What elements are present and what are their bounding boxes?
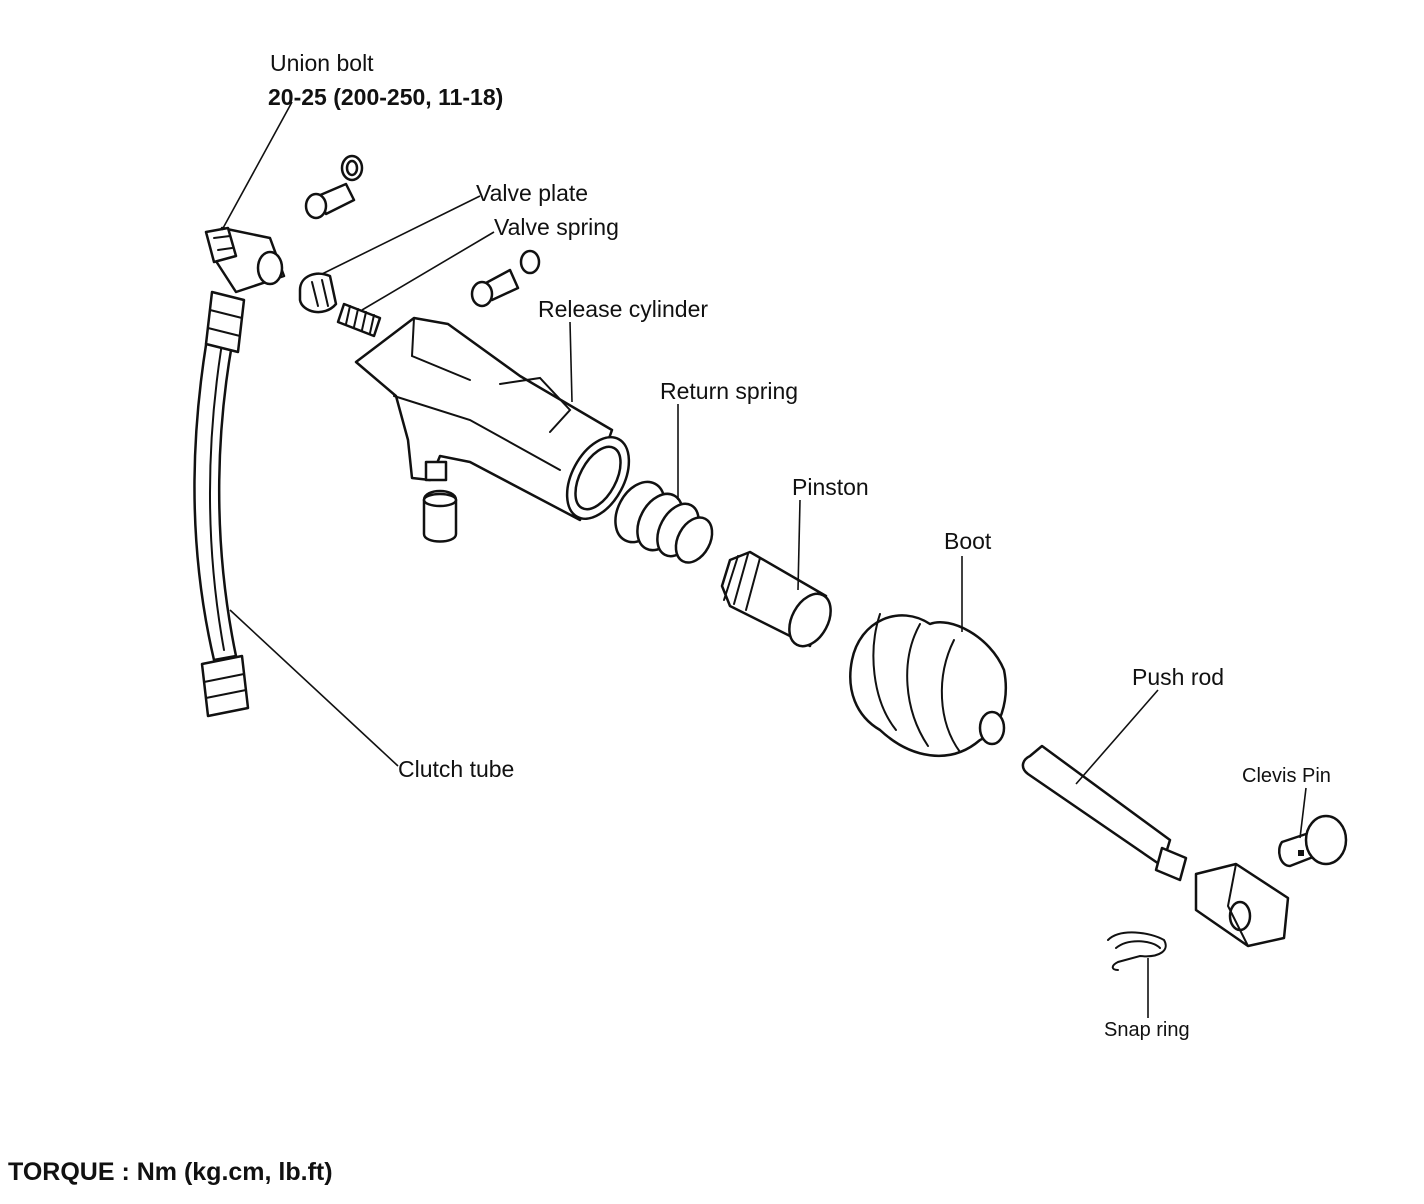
clutch-tube bbox=[193, 290, 250, 718]
union-bolt-banjo bbox=[204, 226, 286, 294]
label-clutch-tube: Clutch tube bbox=[398, 756, 515, 782]
snap-ring bbox=[1107, 931, 1167, 971]
label-return-spring: Return spring bbox=[660, 378, 799, 404]
valve-plate bbox=[298, 272, 338, 314]
boot bbox=[849, 613, 1007, 758]
label-piston: Pinston bbox=[792, 474, 869, 500]
label-valve-spring: Valve spring bbox=[494, 214, 619, 240]
piston bbox=[720, 550, 832, 648]
torque-unit-note: TORQUE : Nm (kg.cm, lb.ft) bbox=[8, 1158, 333, 1186]
leader-lines bbox=[221, 101, 1307, 1018]
clevis-pin bbox=[1278, 814, 1348, 868]
return-spring bbox=[614, 480, 714, 564]
bleeder-screw-middle bbox=[470, 249, 541, 308]
valve-spring bbox=[336, 302, 382, 338]
bleeder-screw-top bbox=[304, 154, 364, 220]
bleeder-cap bbox=[422, 489, 458, 543]
label-snap-ring: Snap ring bbox=[1104, 1019, 1190, 1041]
label-boot: Boot bbox=[944, 528, 992, 554]
release-cylinder bbox=[354, 316, 631, 522]
label-push-rod: Push rod bbox=[1132, 664, 1225, 690]
push-rod bbox=[1021, 744, 1290, 948]
label-union-bolt-torque: 20-25 (200-250, 11-18) bbox=[268, 84, 504, 110]
label-valve-plate: Valve plate bbox=[476, 180, 589, 206]
label-release-cylinder: Release cylinder bbox=[538, 296, 709, 322]
label-union-bolt: Union bolt bbox=[270, 50, 374, 76]
label-clevis-pin: Clevis Pin bbox=[1242, 765, 1331, 787]
